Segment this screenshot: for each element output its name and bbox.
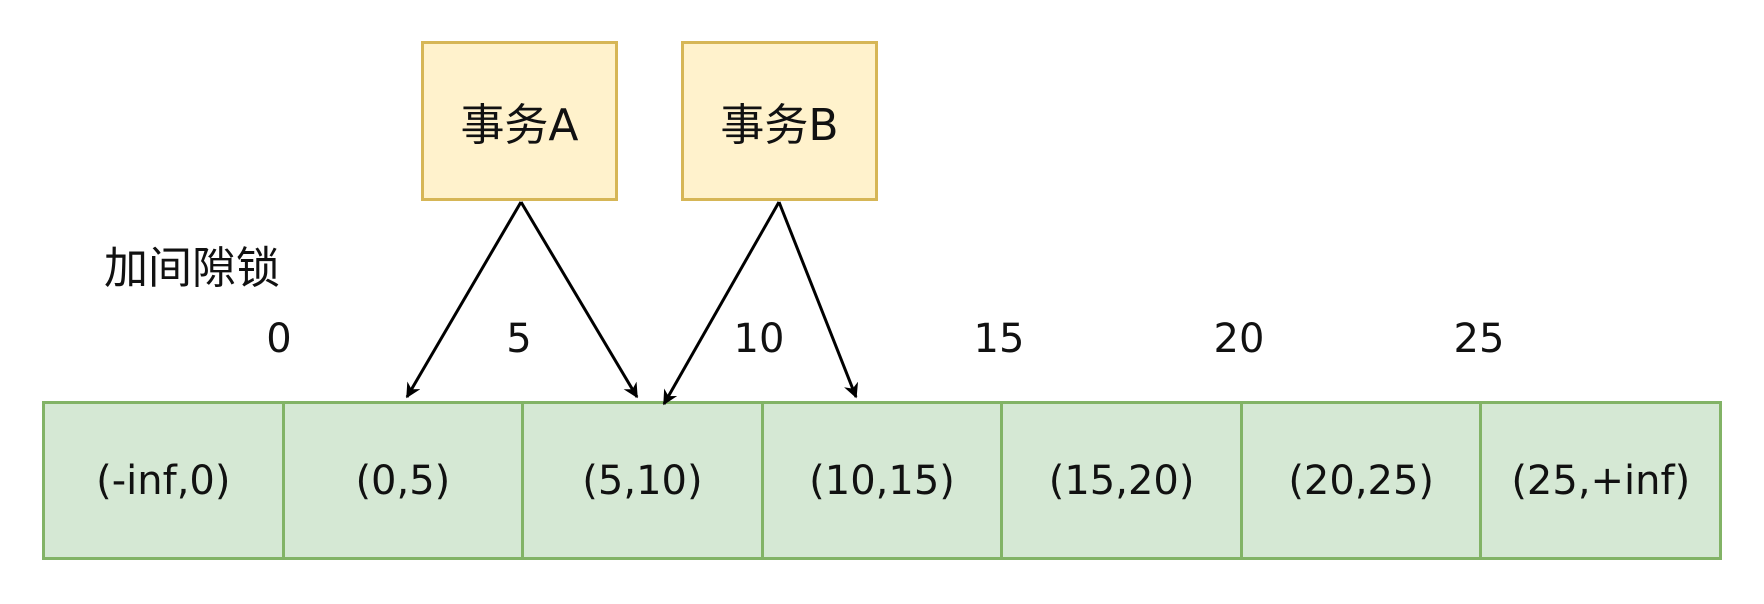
gap-cell: (25,+inf)	[1479, 401, 1723, 560]
gap-cell: (5,10)	[521, 401, 764, 560]
tick-label-25: 25	[1453, 316, 1505, 362]
arrow-a-to-gap-0-5	[405, 201, 523, 399]
tick-label-15: 15	[973, 316, 1025, 362]
gap-cell: (10,15)	[760, 401, 1004, 560]
gap-cell: (15,20)	[1000, 401, 1243, 560]
arrow-b-to-gap-10-15	[777, 201, 859, 399]
tick-label-5: 5	[506, 316, 532, 362]
gap-cell: (20,25)	[1239, 401, 1483, 560]
arrow-b-to-gap-5-10	[662, 201, 781, 406]
tick-label-20: 20	[1213, 316, 1265, 362]
transaction-b-label: 事务B	[720, 100, 839, 151]
transaction-a-box: 事务A	[421, 41, 618, 201]
arrow-a-to-gap-5-10	[519, 201, 639, 399]
gap-cell: (0,5)	[281, 401, 525, 560]
transaction-b-box: 事务B	[681, 41, 878, 201]
gap-interval-row: (-inf,0) (0,5) (5,10) (10,15) (15,20) (2…	[42, 401, 1723, 560]
tick-label-0: 0	[266, 316, 292, 362]
tick-label-10: 10	[733, 316, 785, 362]
gap-lock-caption: 加间隙锁	[104, 243, 280, 294]
transaction-a-label: 事务A	[460, 100, 579, 151]
gap-cell: (-inf,0)	[42, 401, 285, 560]
